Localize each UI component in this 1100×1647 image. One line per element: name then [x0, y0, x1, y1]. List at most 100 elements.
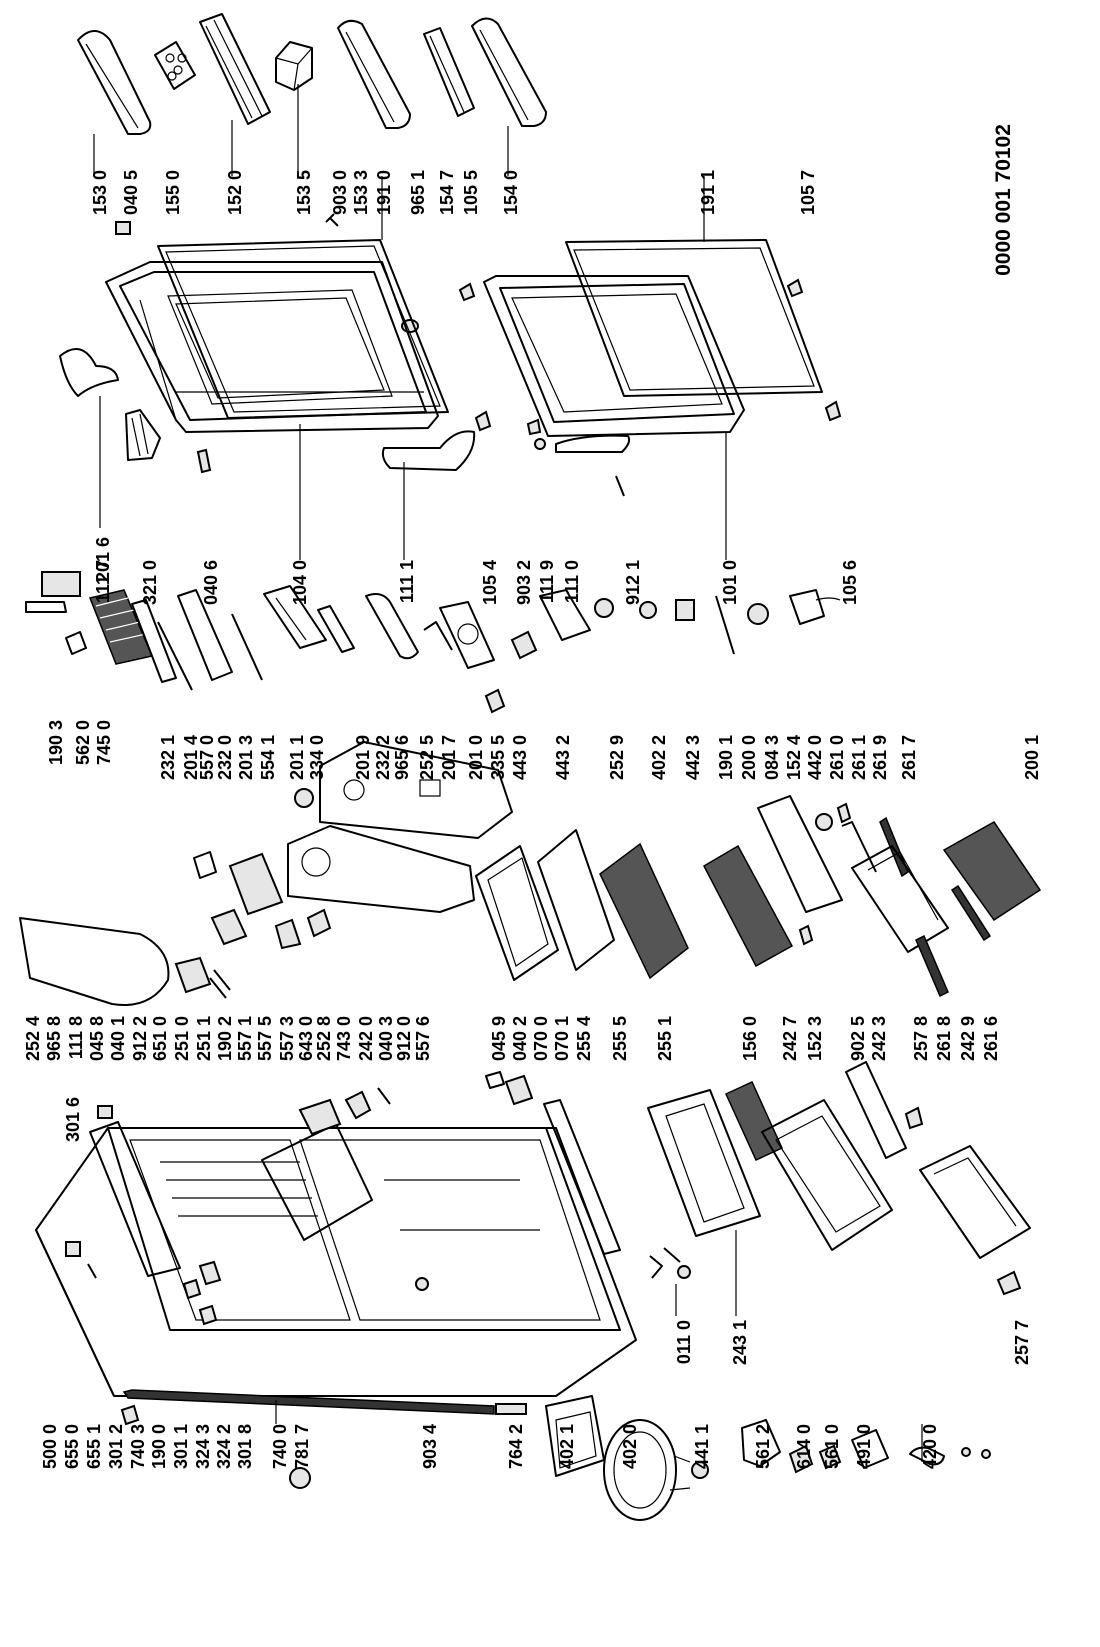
part-label: 152 4	[784, 735, 804, 780]
part-label: 045 8	[87, 1016, 107, 1061]
part-label: 111 1	[397, 560, 417, 603]
screw-912-0	[377, 1087, 391, 1105]
clip-655-0	[87, 1263, 97, 1279]
part-label: 261 0	[827, 735, 847, 780]
part-label: 745 0	[94, 720, 114, 765]
part-label: 232 1	[158, 735, 178, 780]
grommet-441-1	[691, 1461, 709, 1479]
part-label: 500 0	[40, 1424, 60, 1469]
part-label: 040 6	[201, 560, 221, 605]
clip-740-3	[120, 1404, 140, 1426]
part-label: 190 2	[215, 1016, 235, 1061]
drawer-242-3	[851, 845, 949, 953]
part-label: 232 2	[373, 735, 393, 780]
rail-261-9	[841, 821, 877, 873]
terminal-box-491-0	[851, 1429, 889, 1469]
part-label: 740 3	[128, 1424, 148, 1469]
part-label: 201 4	[181, 735, 201, 780]
box-557-5	[228, 852, 284, 916]
bracket-201-1	[263, 585, 327, 649]
relay-561-2	[741, 1419, 781, 1467]
part-label: 651 0	[150, 1016, 170, 1061]
part-label: 965 8	[44, 1016, 64, 1061]
part-label: 200 1	[1022, 735, 1042, 780]
cap-402-2	[639, 601, 657, 619]
part-label: 557 0	[197, 735, 217, 780]
clip-257-7	[996, 1270, 1022, 1296]
part-label: 201 0	[466, 735, 486, 780]
part-label: 334 0	[307, 735, 327, 780]
hinge-105-6	[824, 400, 842, 422]
box-562-0	[65, 631, 87, 655]
socket-251-0	[174, 956, 212, 994]
roller-261-0	[815, 813, 833, 831]
drawer-242-7	[761, 1099, 893, 1251]
grid-200-1	[942, 821, 1042, 922]
part-label: 903 4	[420, 1424, 440, 1469]
door-gasket-191-1	[565, 239, 823, 397]
rod-201-4	[157, 621, 193, 691]
lamp-252-8	[306, 908, 332, 938]
part-label: 105 7	[798, 170, 818, 215]
part-label: 201 6	[93, 537, 113, 582]
diffuser-252-5	[319, 741, 513, 839]
part-label: 912 0	[394, 1016, 414, 1061]
rail-261-8	[915, 934, 949, 998]
part-label: 764 2	[506, 1424, 526, 1469]
part-label: 201 7	[439, 735, 459, 780]
part-label: 255 5	[610, 1016, 630, 1061]
shelf-255-4	[475, 845, 559, 981]
part-label: 324 3	[193, 1424, 213, 1469]
part-label: 261 1	[849, 735, 869, 780]
capacitor-420-0	[909, 1446, 945, 1466]
part-label: 965 6	[392, 735, 412, 780]
cap-111-9	[534, 438, 546, 450]
part-label: 155 0	[163, 170, 183, 215]
part-label: 242 9	[958, 1016, 978, 1061]
handle-111-7	[59, 347, 119, 397]
part-label: 191 0	[374, 170, 394, 215]
hinge-105-4	[474, 410, 492, 432]
part-label: 111 0	[562, 560, 582, 603]
part-label: 111 9	[537, 560, 557, 603]
drawer-243-1	[647, 1089, 761, 1237]
ring-084-3	[747, 603, 769, 625]
butter-box-153-5	[275, 41, 313, 91]
part-label: 491 0	[854, 1424, 874, 1469]
strip-201-9	[317, 605, 355, 653]
part-label: 261 9	[870, 735, 890, 780]
part-label: 261 7	[899, 735, 919, 780]
part-label: 201 9	[353, 735, 373, 780]
wire-252-5	[423, 621, 453, 651]
part-label: 040 1	[108, 1016, 128, 1061]
fan-cover-201-0	[439, 601, 495, 669]
fan-011-0	[649, 1247, 691, 1279]
rail-261-7	[879, 816, 909, 878]
knob-500-0	[65, 1241, 81, 1257]
nut-b	[981, 1449, 991, 1459]
part-label: 402 1	[557, 1424, 577, 1469]
cover-557-0	[177, 589, 233, 681]
ice-tray-156-0	[725, 1081, 783, 1161]
part-label: 105 4	[480, 560, 500, 605]
part-label: 111 7	[93, 560, 113, 603]
part-label: 402 0	[620, 1424, 640, 1469]
hinge-105-7	[786, 278, 804, 298]
part-label: 255 1	[655, 1016, 675, 1061]
part-label: 903 2	[514, 560, 534, 605]
screw-903-0	[325, 213, 339, 227]
cabinet	[35, 1127, 637, 1397]
part-label: 562 0	[73, 720, 93, 765]
knob-252-9	[594, 598, 614, 618]
part-label: 242 0	[356, 1016, 376, 1061]
duct-232-2	[365, 593, 419, 660]
hinge-105-5	[458, 282, 476, 302]
flap-152-4	[757, 795, 843, 913]
door-handle-111-0	[555, 434, 631, 453]
holder-301-8	[198, 1260, 222, 1286]
drawer-242-9	[919, 1145, 1031, 1259]
part-label: 251 0	[172, 1016, 192, 1061]
part-label: 442 0	[805, 735, 825, 780]
part-label: 261 6	[981, 1016, 1001, 1061]
part-label: 561 0	[822, 1424, 842, 1469]
